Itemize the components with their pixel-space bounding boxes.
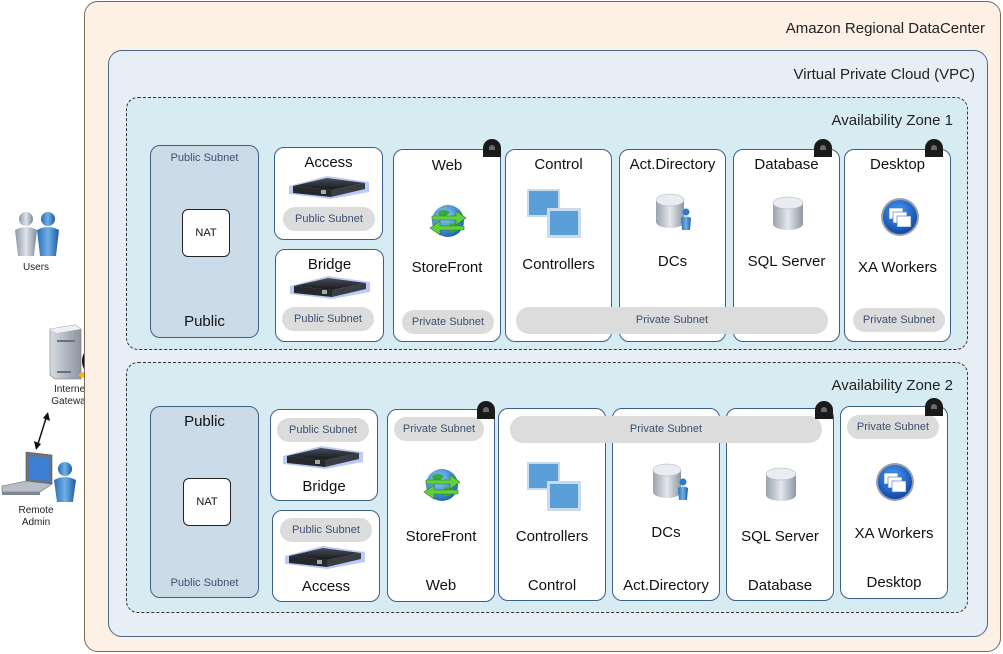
az2-public-subnet-label: Public Subnet — [170, 577, 239, 589]
xa-workers-icon — [876, 463, 914, 501]
appliance-icon — [290, 276, 370, 299]
xa-workers-icon — [881, 198, 919, 236]
az2-access-tier[interactable]: Public Subnet Access — [272, 510, 380, 602]
az1-bridge-tier[interactable]: Bridge Public Subnet — [275, 249, 384, 342]
az1-web-subnet: Private Subnet — [402, 310, 494, 334]
az2-title: Availability Zone 2 — [831, 377, 953, 394]
az1-ad-title: Act.Directory — [629, 156, 716, 173]
admin-label-line2: Admin — [21, 517, 51, 528]
sql-database-icon — [772, 196, 804, 230]
az2-control-title: Control — [527, 577, 577, 594]
az1-storefront-label: StoreFront — [411, 259, 483, 276]
region-title: Amazon Regional DataCenter — [785, 20, 985, 37]
az2-ad-title: Act.Directory — [623, 577, 709, 594]
connection-arrow — [34, 412, 50, 450]
az1-bridge-subnet: Public Subnet — [282, 307, 374, 331]
az1-access-tier[interactable]: Access Public Subnet — [274, 147, 383, 240]
az2-desktop-title: Desktop — [866, 574, 922, 591]
controllers-icon — [527, 462, 581, 511]
az2-public-title: Public — [184, 413, 225, 430]
az1-sql-server-label: SQL Server — [747, 253, 826, 270]
lock-icon — [925, 398, 943, 416]
az1-desktop-tier[interactable]: Desktop XA Workers Private Subnet — [844, 149, 951, 342]
storefront-globe-icon — [429, 205, 467, 237]
lock-icon — [477, 401, 495, 419]
az2-web-tier[interactable]: Private Subnet StoreFront Web — [387, 409, 495, 602]
az2-bridge-tier[interactable]: Public Subnet Bridge — [270, 409, 378, 501]
az1-database-title: Database — [754, 156, 819, 173]
az1-control-title: Control — [534, 156, 583, 173]
dc-database-icon — [655, 193, 691, 230]
az1-web-tier[interactable]: Web StoreFront Private Subnet — [393, 149, 501, 342]
az1-web-title: Web — [431, 157, 463, 174]
az2-access-subnet: Public Subnet — [280, 518, 372, 542]
gateway-label-line1: Internet — [54, 384, 88, 395]
az2-sql-server-label: SQL Server — [741, 528, 819, 545]
az1-bridge-title: Bridge — [307, 256, 352, 273]
storefront-globe-icon — [423, 469, 461, 501]
users-label: Users — [22, 262, 50, 273]
az2-controllers-label: Controllers — [515, 528, 589, 545]
az1-public-tier[interactable]: Public Subnet NAT Public — [150, 145, 259, 338]
lock-icon — [814, 139, 832, 157]
az2-desktop-subnet: Private Subnet — [847, 415, 939, 439]
az2-bridge-subnet: Public Subnet — [277, 418, 369, 442]
sql-database-icon — [765, 467, 797, 501]
appliance-icon — [289, 176, 369, 199]
lock-icon — [925, 139, 943, 157]
admin-label-line1: Remote — [18, 505, 54, 516]
az2-bridge-title: Bridge — [302, 478, 346, 495]
az1-controllers-label: Controllers — [522, 256, 595, 273]
appliance-icon — [283, 446, 363, 469]
az2-web-title: Web — [425, 577, 457, 594]
az2-web-subnet: Private Subnet — [394, 417, 484, 441]
az2-nat-box[interactable]: NAT — [183, 478, 231, 526]
gateway-label-line2: Gateway — [51, 396, 91, 407]
az1-access-subnet: Public Subnet — [283, 207, 375, 231]
az2-xa-workers-label: XA Workers — [854, 525, 934, 542]
az2-access-title: Access — [301, 578, 351, 595]
lock-icon — [483, 139, 501, 157]
az1-desktop-subnet: Private Subnet — [853, 308, 945, 332]
az2-database-title: Database — [747, 577, 813, 594]
internet-gateway-label: Internet Gateway — [46, 384, 96, 408]
lock-icon — [815, 401, 833, 419]
az2-shared-private-subnet: Private Subnet — [510, 416, 822, 443]
az2-dcs-label: DCs — [651, 524, 681, 541]
az1-dcs-label: DCs — [657, 253, 688, 270]
az1-title: Availability Zone 1 — [831, 112, 953, 129]
az1-public-subnet-label: Public Subnet — [170, 152, 239, 164]
az1-access-title: Access — [304, 154, 353, 171]
users-icon — [10, 210, 62, 260]
az1-shared-private-subnet: Private Subnet — [516, 307, 828, 334]
dc-database-icon — [652, 463, 688, 500]
remote-admin-icon[interactable] — [0, 450, 80, 502]
vpc-title: Virtual Private Cloud (VPC) — [793, 66, 975, 83]
appliance-icon — [285, 546, 365, 569]
az1-public-title: Public — [184, 313, 225, 330]
az2-storefront-label: StoreFront — [405, 528, 477, 545]
remote-admin-label: Remote Admin — [8, 505, 64, 529]
az1-nat-box[interactable]: NAT — [182, 209, 230, 257]
az2-desktop-tier[interactable]: Private Subnet XA Workers Desktop — [840, 406, 948, 599]
controllers-icon — [527, 189, 581, 238]
az2-public-tier[interactable]: Public NAT Public Subnet — [150, 406, 259, 598]
az1-desktop-title: Desktop — [869, 156, 926, 173]
az1-xa-workers-label: XA Workers — [858, 259, 937, 276]
